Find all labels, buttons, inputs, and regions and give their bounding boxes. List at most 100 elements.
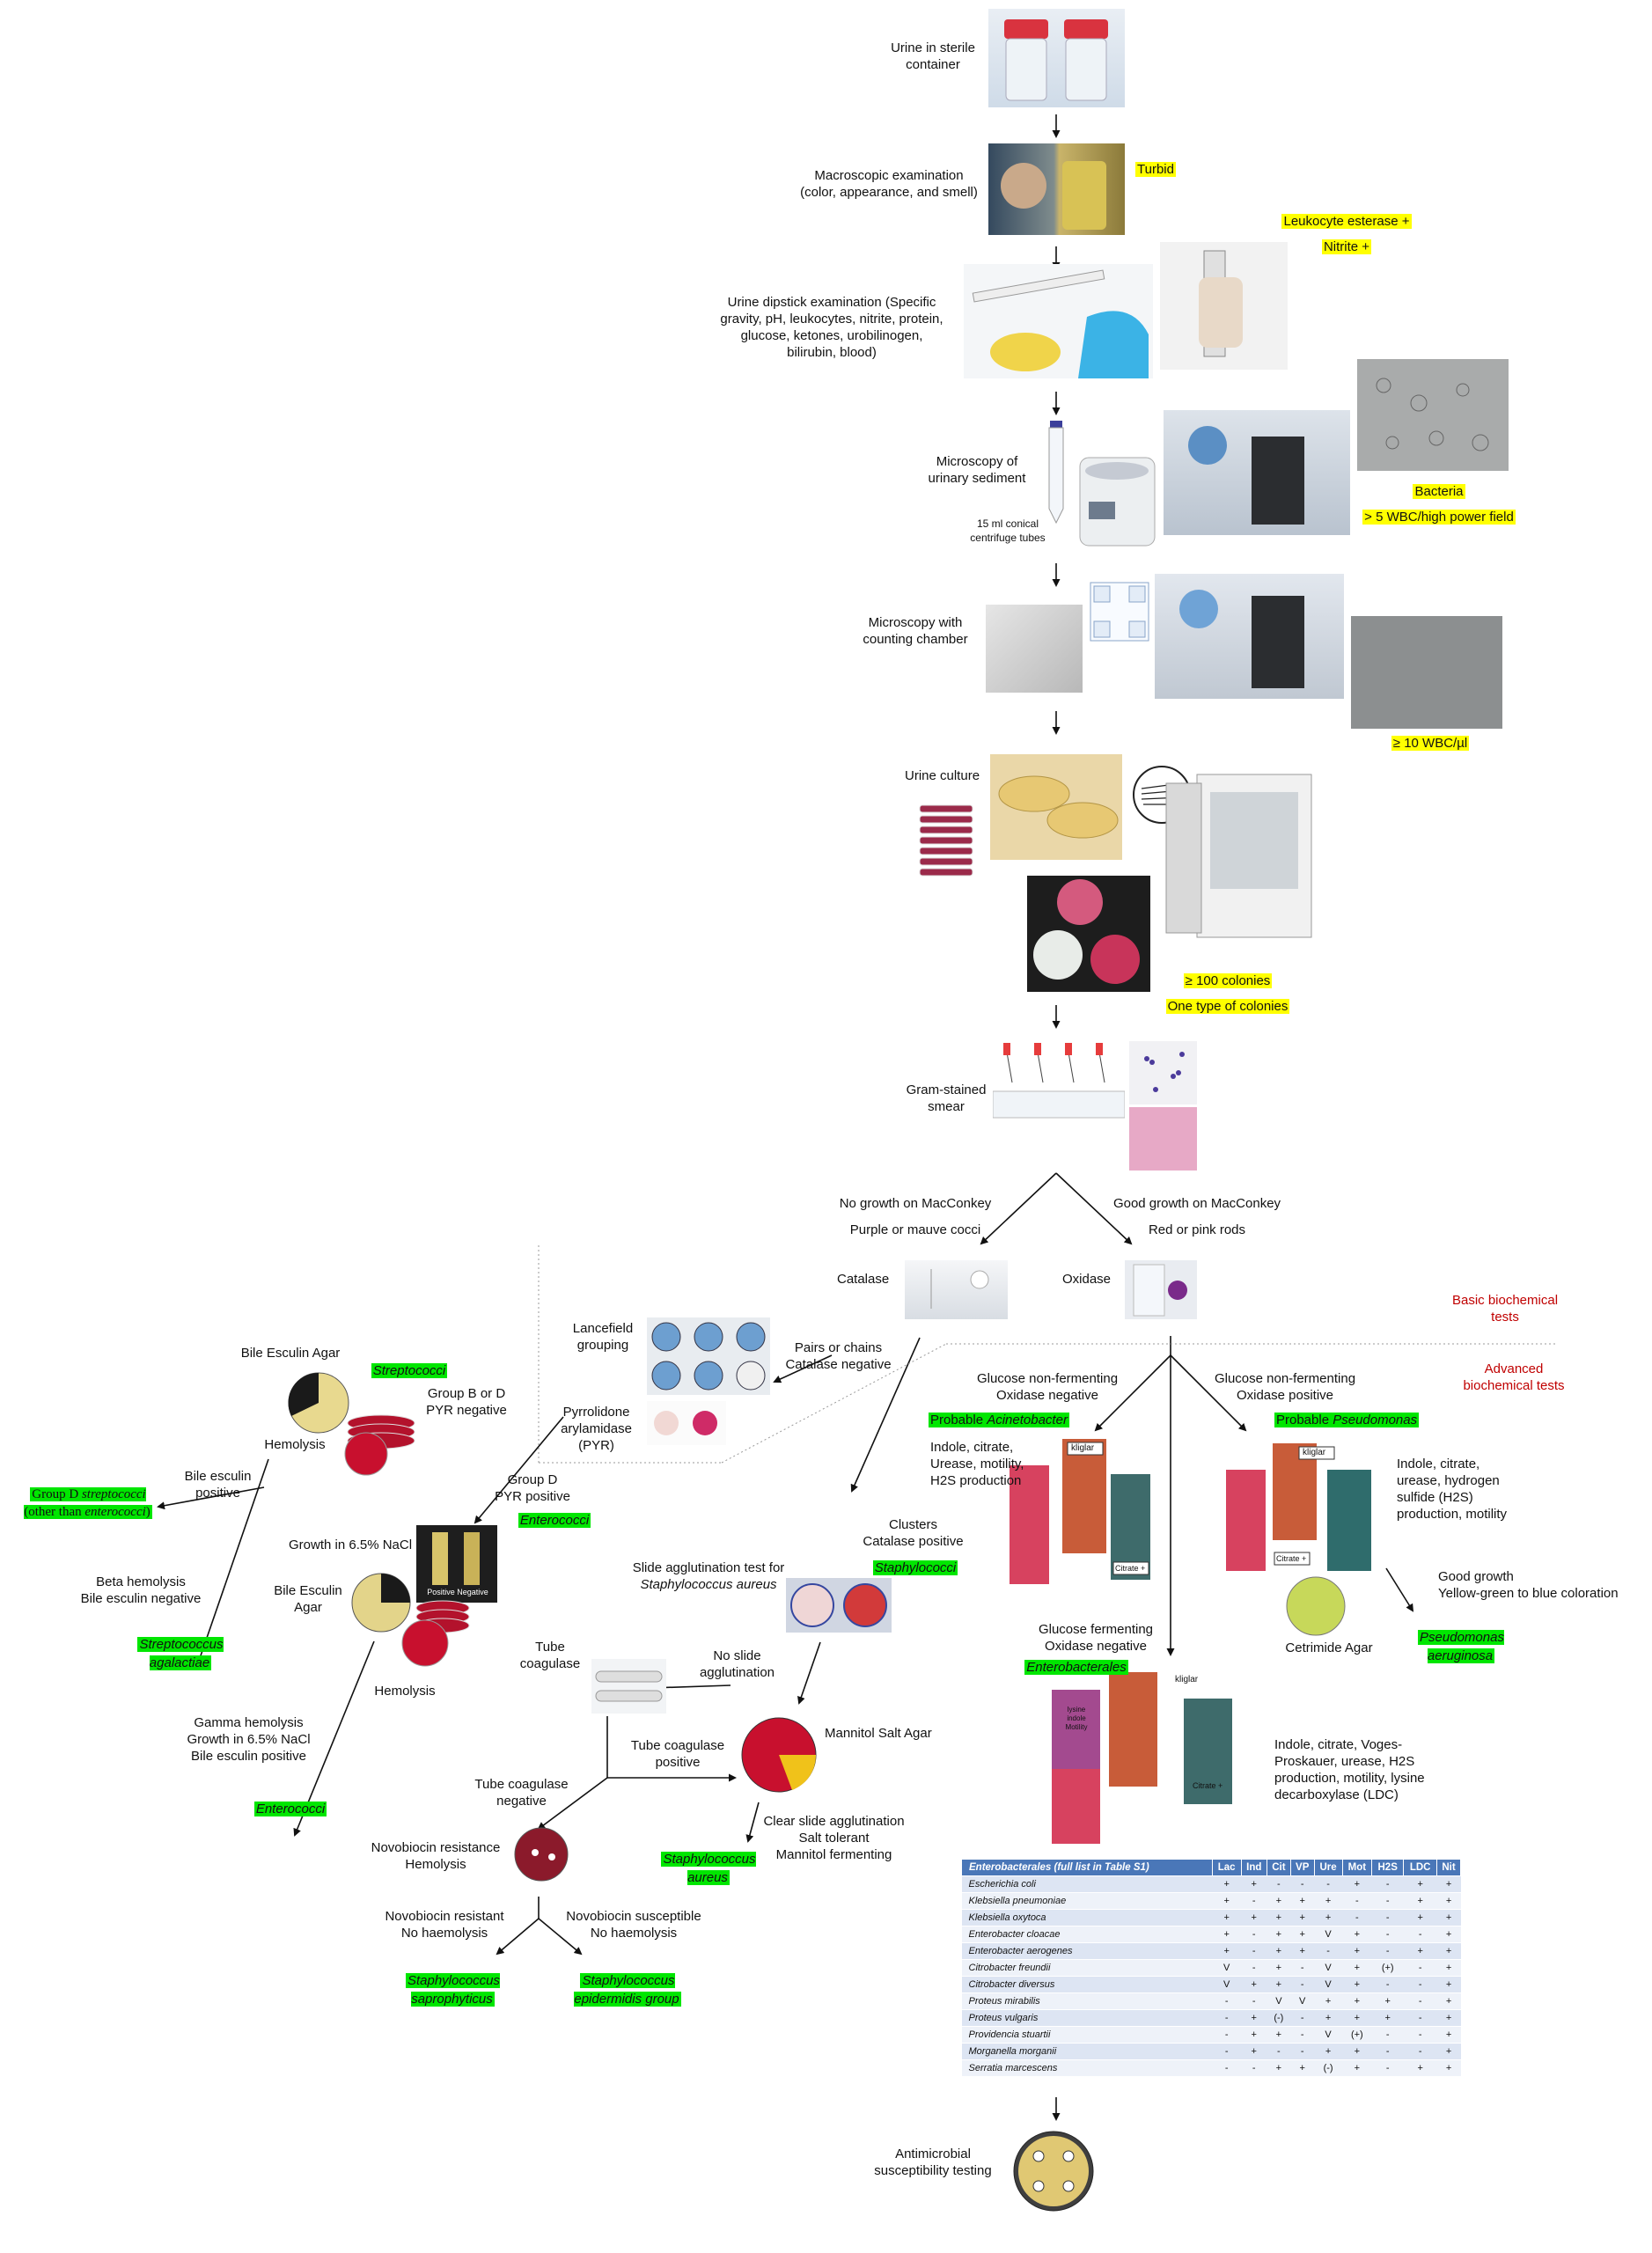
- table-cell: -: [1241, 1892, 1267, 1910]
- table-cell: Escherichia coli: [961, 1875, 1213, 1893]
- coagulase-tubes-photo: [591, 1659, 666, 1714]
- table-cell: -: [1403, 1976, 1437, 1993]
- antimicrobial-label: Antimicrobial susceptibility testing: [874, 2147, 992, 2178]
- tube-coag-negative-label: Tube coagulase negative: [474, 1777, 569, 1809]
- table-cell: +: [1314, 1909, 1343, 1926]
- table-header-cell: Lac: [1211, 1859, 1242, 1876]
- table-header-cell: Nit: [1436, 1859, 1461, 1876]
- table-cell: +: [1267, 1959, 1291, 1977]
- table-cell: (+): [1371, 1959, 1404, 1977]
- no-slide-label: No slide agglutination: [699, 1648, 775, 1680]
- lysine-tube-photo: lysine indole Motility kliglar Citrate +: [1052, 1672, 1259, 1848]
- tube-coagulase-label: Tube coagulase: [519, 1640, 581, 1671]
- novobiocin-plate-photo: [513, 1826, 570, 1883]
- microscope-photo: [1164, 410, 1350, 535]
- table-cell: -: [1241, 1926, 1267, 1943]
- table-cell: +: [1267, 1926, 1291, 1943]
- acinetobacter-result: Probable Acinetobacter: [929, 1413, 1069, 1427]
- table-cell: (-): [1314, 2059, 1343, 2077]
- good-growth-result-label: Good growth Yellow-green to blue colorat…: [1438, 1569, 1619, 1601]
- table-cell: +: [1267, 1942, 1291, 1960]
- table-cell: -: [1342, 1892, 1372, 1910]
- urine-container-photo: [988, 9, 1125, 107]
- table-cell: -: [1371, 2043, 1404, 2060]
- table-row: Klebsiella pneumoniae+-+++--++: [961, 1892, 1461, 1910]
- table-cell: V: [1212, 1976, 1242, 1993]
- culture-label: Urine culture: [905, 768, 980, 783]
- table-cell: -: [1241, 2059, 1267, 2077]
- cetrimide-agar-photo: [1285, 1575, 1347, 1637]
- pseudomonas-result: Probable Pseudomonas: [1274, 1413, 1420, 1427]
- staphylococci-result: Staphylococci: [872, 1560, 958, 1575]
- table-cell: +: [1241, 1976, 1267, 1993]
- table-cell: -: [1290, 1875, 1315, 1893]
- table-cell: V: [1290, 1992, 1315, 2010]
- table-cell: +: [1342, 1976, 1372, 1993]
- table-cell: Klebsiella pneumoniae: [961, 1892, 1213, 1910]
- oxidase-strip-photo: [1125, 1260, 1197, 1319]
- gnf-oxidase-pos-label: Glucose non-fermenting Oxidase positive: [1214, 1371, 1356, 1403]
- chamber-label: Microscopy with counting chamber: [863, 615, 968, 647]
- table-cell: V: [1314, 1926, 1343, 1943]
- gram-negative-micrograph: [1129, 1107, 1197, 1171]
- table-cell: Klebsiella oxytoca: [961, 1909, 1213, 1926]
- microscope-2-photo: [1155, 574, 1344, 699]
- table-cell: -: [1342, 1909, 1372, 1926]
- table-header-cell: VP: [1289, 1859, 1315, 1876]
- red-rods-label: Red or pink rods: [1148, 1222, 1246, 1237]
- table-cell: -: [1267, 2043, 1291, 2060]
- bile-esculin-plate-photo-2: [349, 1571, 414, 1635]
- group-bd-label: Group B or D PYR negative: [426, 1386, 507, 1418]
- tubes-label: 15 ml conical centrifuge tubes: [970, 517, 1046, 544]
- table-header-row: Enterobacterales (full list in Table S1)…: [961, 1859, 1461, 1876]
- catalase-slide-photo: [905, 1260, 1008, 1319]
- table-cell: +: [1290, 1926, 1315, 1943]
- table-cell: +: [1342, 1959, 1372, 1977]
- urine-label: Urine in sterile container: [891, 40, 975, 72]
- table-cell: +: [1436, 2009, 1461, 2027]
- chamber-micrograph: [1351, 616, 1502, 729]
- table-cell: -: [1212, 2059, 1242, 2077]
- centrifuge-photo: [1076, 440, 1159, 550]
- table-header-cell: Ure: [1313, 1859, 1343, 1876]
- lysine-label: lysine indole Motility: [1065, 1706, 1088, 1731]
- table-cell: -: [1371, 1892, 1404, 1910]
- table-cell: -: [1290, 2026, 1315, 2044]
- dipstick-label: Urine dipstick examination (Specific gra…: [720, 295, 943, 360]
- table-header-cell: Ind: [1240, 1859, 1267, 1876]
- table-cell: Providencia stuartii: [961, 2026, 1213, 2044]
- table-row: Escherichia coli++---+-++: [961, 1875, 1461, 1893]
- blood-agar-stack-photo-3: [394, 1595, 474, 1670]
- table-cell: +: [1241, 2043, 1267, 2060]
- table-cell: -: [1212, 2009, 1242, 2027]
- table-row: Proteus vulgaris-+(-)-+++-+: [961, 2009, 1461, 2027]
- pyr-label: Pyrrolidone arylamidase (PYR): [561, 1405, 632, 1453]
- table-cell: -: [1212, 2026, 1242, 2044]
- table-cell: -: [1212, 2043, 1242, 2060]
- table-cell: -: [1267, 1875, 1291, 1893]
- nacl-label: Growth in 6.5% NaCl: [289, 1537, 413, 1552]
- counting-chamber-photo: [986, 605, 1083, 693]
- table-cell: -: [1290, 1976, 1315, 1993]
- table-cell: +: [1267, 1892, 1291, 1910]
- blood-agar-stack-photo-2: [333, 1405, 421, 1476]
- table-cell: +: [1267, 2059, 1291, 2077]
- strep-agalactiae-result: Streptococcus agalactiae: [137, 1637, 224, 1670]
- table-cell: +: [1342, 1875, 1372, 1893]
- pseudo-tests-label: Indole, citrate, urease, hydrogen sulfid…: [1397, 1457, 1508, 1522]
- table-cell: +: [1290, 1909, 1315, 1926]
- oxidase-label: Oxidase: [1062, 1272, 1112, 1287]
- bile-positive-label: Bile esculin positive: [184, 1469, 252, 1501]
- table-cell: -: [1403, 1959, 1437, 1977]
- table-cell: Enterobacter aerogenes: [961, 1942, 1213, 1960]
- gamma-hemolysis-label: Gamma hemolysis Growth in 6.5% NaCl Bile…: [187, 1715, 311, 1764]
- colonies-result: ≥ 100 colonies: [1183, 973, 1273, 988]
- table-cell: V: [1314, 1959, 1343, 1977]
- kligler-tubes-photo-2: kliglar Citrate +: [1222, 1443, 1376, 1575]
- mannitol-salt-agar-photo: [739, 1716, 819, 1794]
- sediment-micrograph: [1357, 359, 1509, 471]
